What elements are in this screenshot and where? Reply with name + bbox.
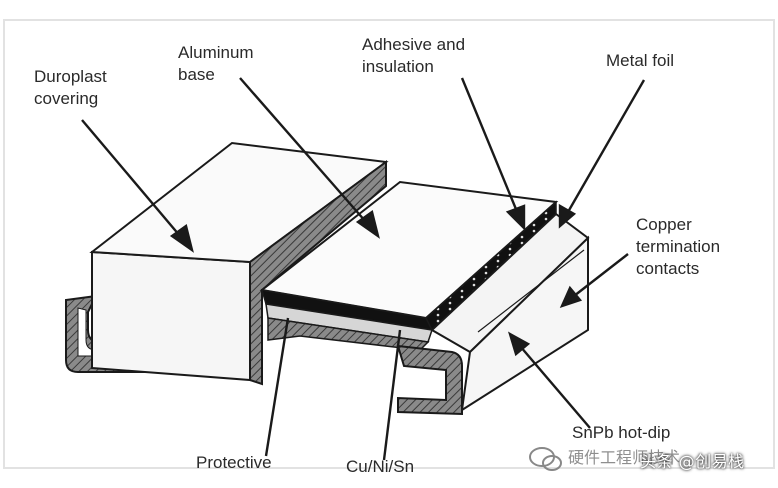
watermark-handle: 头条 @创易栈: [640, 452, 745, 471]
right-termination-foot: [396, 344, 463, 416]
label-cuni: Cu/Ni/Sn: [346, 456, 414, 478]
label-protective: Protective: [196, 452, 272, 474]
wechat-logo-icon: [529, 447, 562, 471]
label-duroplast: Duroplast covering: [34, 66, 107, 110]
label-cuni-line1: Cu/Ni/Sn: [346, 457, 415, 476]
bottom-contacts: [267, 317, 430, 351]
watermark: 硬件工程师技术 头条 @创易栈: [528, 442, 778, 476]
label-protective-line1: Protective: [196, 453, 272, 472]
label-snpb: SnPb hot-dip: [572, 422, 670, 444]
right-termination-face: [460, 235, 589, 413]
label-adhesive-line2: insulation: [362, 57, 434, 76]
label-copper: Copper termination contacts: [636, 214, 720, 280]
termination-line: [477, 249, 585, 333]
duroplast-front-face: [91, 250, 251, 382]
label-copper-line1: Copper: [636, 215, 692, 234]
label-aluminum-line2: base: [178, 65, 215, 84]
label-adhesive-line1: Adhesive and: [362, 35, 466, 54]
label-metal-foil: Metal foil: [606, 50, 674, 72]
label-duroplast-line2: covering: [34, 89, 99, 108]
label-copper-line3: contacts: [636, 259, 700, 278]
frame-border: [3, 19, 775, 469]
label-adhesive: Adhesive and insulation: [362, 34, 465, 78]
label-snpb-line1: SnPb hot-dip: [572, 423, 671, 442]
label-metal-foil-line1: Metal foil: [606, 51, 675, 70]
label-copper-line2: termination: [636, 237, 721, 256]
label-duroplast-line1: Duroplast: [34, 67, 107, 86]
watermark-ghost-text: 硬件工程师技术: [568, 448, 681, 467]
leader-arrows: [81, 77, 646, 461]
label-aluminum: Aluminum base: [178, 42, 254, 86]
label-aluminum-line1: Aluminum: [178, 43, 254, 62]
